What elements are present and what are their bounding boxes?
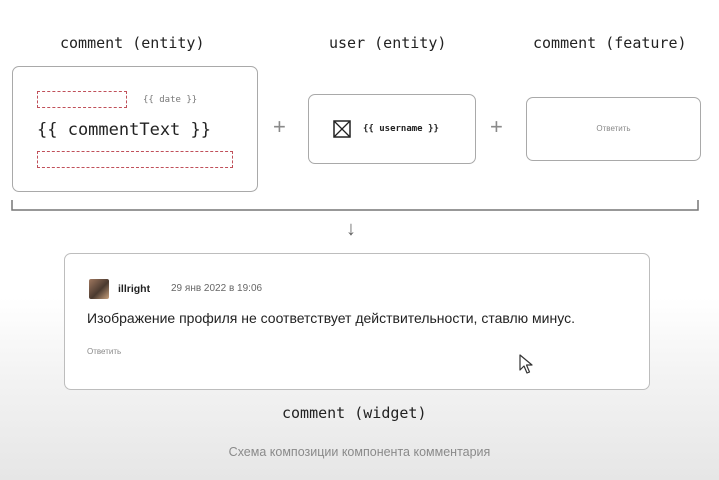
user-entity-title: user (entity) (329, 34, 447, 52)
reply-button[interactable]: Ответить (596, 124, 631, 133)
date-placeholder: {{ date }} (143, 95, 198, 105)
comment-text-placeholder: {{ commentText }} (37, 120, 211, 140)
widget-date: 29 янв 2022 в 19:06 (171, 283, 263, 294)
down-arrow-icon: ↓ (346, 218, 356, 240)
diagram-caption: Схема композиции компонента комментария (228, 445, 491, 459)
widget-comment-text: Изображение профиля не соответствует дей… (87, 310, 575, 326)
comment-widget-title: comment (widget) (282, 404, 427, 422)
widget-username[interactable]: illright (118, 283, 151, 295)
comment-feature-title: comment (feature) (533, 34, 687, 52)
comment-widget-box: illright 29 янв 2022 в 19:06 Изображение… (64, 253, 650, 390)
mouse-cursor-icon (519, 354, 533, 374)
user-entity-box: {{ username }} (308, 94, 476, 164)
plus-operator: + (273, 114, 286, 139)
grouping-bracket (11, 200, 699, 211)
plus-operator-2: + (490, 114, 503, 139)
widget-reply-button[interactable]: Ответить (87, 347, 122, 356)
avatar-placeholder-icon (333, 120, 351, 138)
avatar[interactable] (89, 279, 109, 299)
comment-entity-box: {{ date }} {{ commentText }} (12, 66, 258, 192)
comment-feature-box: Ответить (526, 97, 701, 161)
action-slot-placeholder (37, 151, 233, 168)
username-placeholder: {{ username }} (363, 124, 439, 134)
comment-entity-title: comment (entity) (60, 34, 205, 52)
username-slot-placeholder (37, 91, 127, 108)
